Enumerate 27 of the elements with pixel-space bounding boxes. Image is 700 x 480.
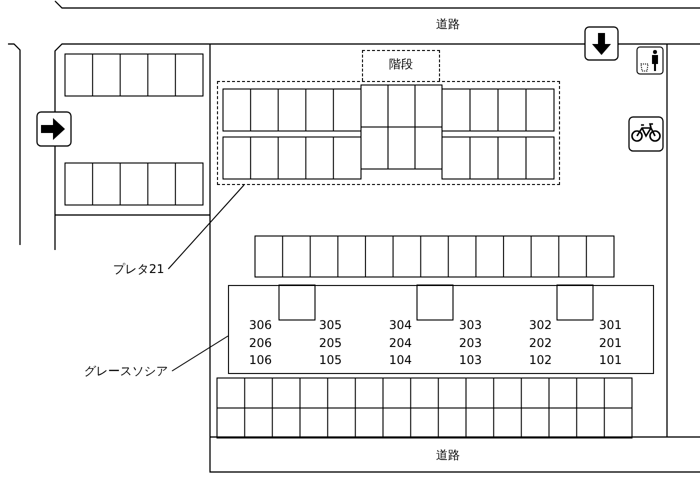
building-outline xyxy=(228,285,654,374)
room-number: 201 xyxy=(599,336,622,350)
room-number: 101 xyxy=(599,353,622,367)
leader-line xyxy=(172,336,228,372)
road-label: 道路 xyxy=(436,17,460,31)
road-label: 道路 xyxy=(436,448,460,462)
room-number: 202 xyxy=(529,336,552,350)
room-number: 301 xyxy=(599,318,622,332)
room-number: 305 xyxy=(319,318,342,332)
room-number: 206 xyxy=(249,336,272,350)
room-number: 105 xyxy=(319,353,342,367)
room-number: 102 xyxy=(529,353,552,367)
room-number: 205 xyxy=(319,336,342,350)
room-number: 104 xyxy=(389,353,412,367)
room-number: 203 xyxy=(459,336,482,350)
building-name: プレタ21 xyxy=(113,261,164,277)
building-outline xyxy=(217,81,560,185)
room-number: 304 xyxy=(389,318,412,332)
stairs-area: 階段 xyxy=(362,50,440,81)
room-number: 103 xyxy=(459,353,482,367)
building-name: グレースソシア xyxy=(84,363,168,379)
room-number: 302 xyxy=(529,318,552,332)
room-number: 106 xyxy=(249,353,272,367)
room-number: 204 xyxy=(389,336,412,350)
room-number: 306 xyxy=(249,318,272,332)
leader-line xyxy=(168,184,244,270)
room-number: 303 xyxy=(459,318,482,332)
